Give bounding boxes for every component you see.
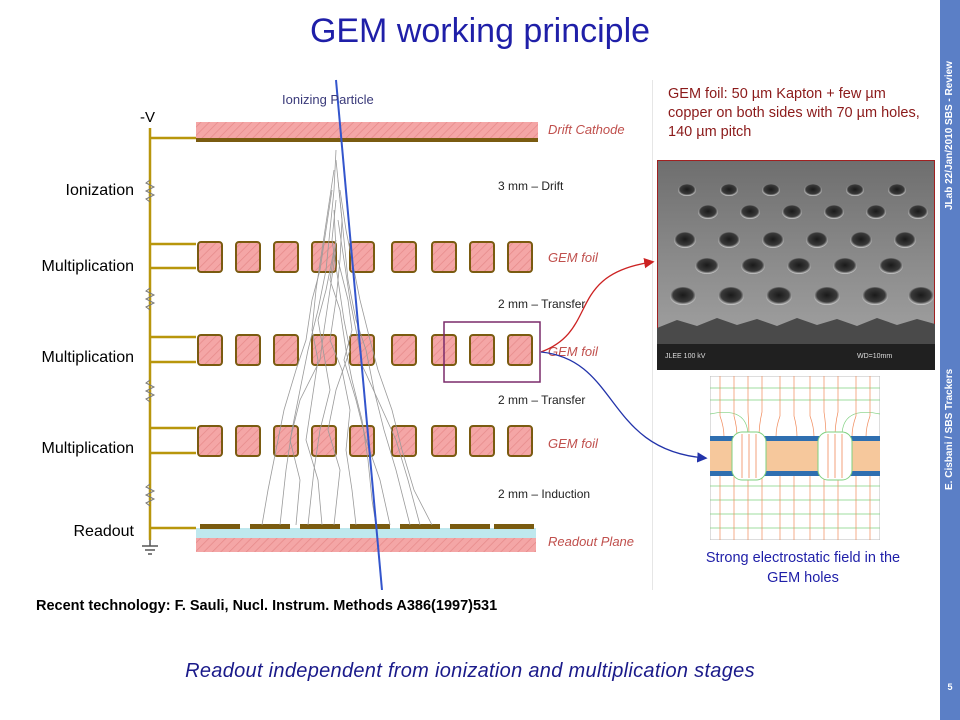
- stage-label-multiplication-3: Multiplication: [41, 440, 134, 457]
- slide-title: GEM working principle: [309, 12, 651, 50]
- resistor-icon: [144, 179, 156, 507]
- reference-text: Recent technology: F. Sauli, Nucl. Instr…: [36, 598, 498, 614]
- gap-transfer-2-label: 2 mm – Transfer: [498, 393, 585, 407]
- photo-info-text: WD=10mm: [857, 353, 892, 360]
- divider: [652, 80, 653, 590]
- drift-cathode-label: Drift Cathode: [548, 122, 625, 137]
- gap-transfer-1-label: 2 mm – Transfer: [498, 297, 585, 311]
- gem-foil-2-label: GEM foil: [548, 344, 599, 359]
- sidebar-event-text: JLab 22/Jan/2010 SBS - Review: [944, 61, 955, 210]
- gem-stack-diagram: -V: [140, 79, 634, 590]
- stage-label-multiplication-1: Multiplication: [41, 258, 134, 275]
- stage-label-readout: Readout: [73, 523, 135, 540]
- photo-scale-text: JLEE 100 kV: [665, 353, 706, 360]
- gem-foil-2: [197, 334, 533, 366]
- side-bar: [940, 0, 960, 720]
- gap-drift-label: 3 mm – Drift: [498, 179, 564, 193]
- sidebar-author-text: E. Cisbani / SBS Trackers: [944, 368, 955, 490]
- gem-foil-microscope-photo: JLEE 100 kV WD=10mm: [657, 160, 935, 370]
- field-caption: Strong electrostatic field in the GEM ho…: [705, 550, 901, 586]
- stage-label-ionization: Ionization: [65, 182, 135, 199]
- stage-label-multiplication-2: Multiplication: [41, 349, 134, 366]
- ionizing-particle-track: [335, 79, 383, 590]
- gap-induction-label: 2 mm – Induction: [498, 487, 590, 501]
- electric-field-map: [710, 376, 880, 540]
- zoom-box: [443, 321, 541, 383]
- gem-foil-1: [197, 241, 533, 273]
- page-number: 5: [947, 682, 953, 692]
- voltage-label: -V: [140, 109, 155, 126]
- gem-foil-3-label: GEM foil: [548, 436, 599, 451]
- particle-label: Ionizing Particle: [282, 92, 374, 107]
- bottom-note: Readout independent from ionization and …: [185, 660, 755, 682]
- gem-foil-1-label: GEM foil: [548, 250, 599, 265]
- readout-plane: [196, 524, 536, 552]
- drift-cathode: [196, 122, 538, 142]
- ground-symbol-icon: [142, 540, 158, 555]
- readout-plane-label: Readout Plane: [548, 534, 634, 549]
- foil-caption: GEM foil: 50 µm Kapton + few µm copper o…: [668, 86, 920, 140]
